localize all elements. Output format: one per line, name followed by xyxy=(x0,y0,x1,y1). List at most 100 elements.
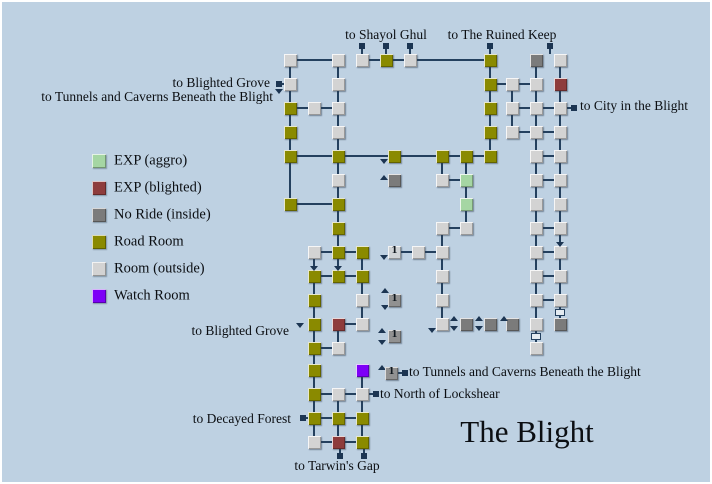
room-outside[interactable] xyxy=(436,246,449,259)
watch-room[interactable] xyxy=(356,364,369,377)
road-room[interactable] xyxy=(484,150,497,163)
zone-link-icon[interactable]: 1 xyxy=(388,294,401,307)
road-room[interactable] xyxy=(380,54,393,67)
room-outside[interactable] xyxy=(554,102,567,115)
road-room[interactable] xyxy=(388,150,401,163)
zone-link-icon[interactable]: 1 xyxy=(388,246,401,259)
road-room[interactable] xyxy=(332,150,345,163)
road-room[interactable] xyxy=(284,102,297,115)
room-outside[interactable] xyxy=(308,246,321,259)
room-outside[interactable] xyxy=(530,270,543,283)
room-outside[interactable] xyxy=(284,54,297,67)
room-outside[interactable] xyxy=(530,150,543,163)
room-outside[interactable] xyxy=(554,222,567,235)
room-outside[interactable] xyxy=(530,294,543,307)
exp-blighted-room[interactable] xyxy=(554,78,567,91)
road-room[interactable] xyxy=(308,388,321,401)
room-outside[interactable] xyxy=(436,318,449,331)
road-room[interactable] xyxy=(308,294,321,307)
room-outside[interactable] xyxy=(332,342,345,355)
road-room[interactable] xyxy=(332,246,345,259)
road-room[interactable] xyxy=(284,126,297,139)
room-outside[interactable] xyxy=(554,126,567,139)
road-room[interactable] xyxy=(356,246,369,259)
no-ride-room[interactable] xyxy=(460,318,473,331)
zone-link-icon[interactable]: 1 xyxy=(388,330,401,343)
road-room[interactable] xyxy=(356,270,369,283)
road-room[interactable] xyxy=(460,150,473,163)
room-outside[interactable] xyxy=(284,78,297,91)
road-room[interactable] xyxy=(308,412,321,425)
road-room[interactable] xyxy=(332,222,345,235)
room-outside[interactable] xyxy=(530,222,543,235)
map-link xyxy=(549,46,551,54)
road-room[interactable] xyxy=(308,364,321,377)
room-outside[interactable] xyxy=(554,270,567,283)
road-room[interactable] xyxy=(332,198,345,211)
room-outside[interactable] xyxy=(436,222,449,235)
road-room[interactable] xyxy=(484,78,497,91)
no-ride-room[interactable] xyxy=(388,174,401,187)
room-outside[interactable] xyxy=(530,78,543,91)
map-link xyxy=(536,251,560,253)
road-room[interactable] xyxy=(436,150,449,163)
exp-aggro-room[interactable] xyxy=(460,198,473,211)
room-outside[interactable] xyxy=(436,294,449,307)
road-room[interactable] xyxy=(484,126,497,139)
room-outside[interactable] xyxy=(460,222,473,235)
room-outside[interactable] xyxy=(554,150,567,163)
road-room[interactable] xyxy=(356,436,369,449)
room-outside[interactable] xyxy=(332,102,345,115)
road-room[interactable] xyxy=(484,54,497,67)
room-outside[interactable] xyxy=(506,78,519,91)
room-outside[interactable] xyxy=(554,174,567,187)
room-outside[interactable] xyxy=(554,294,567,307)
room-outside[interactable] xyxy=(412,246,425,259)
no-ride-room[interactable] xyxy=(554,318,567,331)
room-outside[interactable] xyxy=(530,342,543,355)
room-outside[interactable] xyxy=(506,126,519,139)
room-outside[interactable] xyxy=(530,174,543,187)
room-outside[interactable] xyxy=(356,318,369,331)
room-outside[interactable] xyxy=(356,54,369,67)
road-room[interactable] xyxy=(284,198,297,211)
room-outside[interactable] xyxy=(530,102,543,115)
room-outside[interactable] xyxy=(506,102,519,115)
map-link xyxy=(536,299,560,301)
road-room[interactable] xyxy=(308,318,321,331)
exp-blighted-room[interactable] xyxy=(332,318,345,331)
room-outside[interactable] xyxy=(530,198,543,211)
room-outside[interactable] xyxy=(308,436,321,449)
room-outside[interactable] xyxy=(308,102,321,115)
road-room[interactable] xyxy=(332,412,345,425)
room-outside[interactable] xyxy=(554,246,567,259)
road-room[interactable] xyxy=(484,102,497,115)
map-link xyxy=(559,234,561,242)
room-outside[interactable] xyxy=(356,294,369,307)
road-room[interactable] xyxy=(332,270,345,283)
room-outside[interactable] xyxy=(530,246,543,259)
room-outside[interactable] xyxy=(332,78,345,91)
room-outside[interactable] xyxy=(404,54,417,67)
no-ride-room[interactable] xyxy=(506,318,519,331)
no-ride-room[interactable] xyxy=(484,318,497,331)
room-outside[interactable] xyxy=(530,126,543,139)
exp-blighted-room[interactable] xyxy=(332,436,345,449)
room-outside[interactable] xyxy=(436,174,449,187)
road-room[interactable] xyxy=(356,412,369,425)
road-room[interactable] xyxy=(284,150,297,163)
room-outside[interactable] xyxy=(332,174,345,187)
room-outside[interactable] xyxy=(332,126,345,139)
room-outside[interactable] xyxy=(554,198,567,211)
room-outside[interactable] xyxy=(332,54,345,67)
road-room[interactable] xyxy=(308,342,321,355)
room-outside[interactable] xyxy=(436,270,449,283)
road-room[interactable] xyxy=(308,270,321,283)
room-outside[interactable] xyxy=(332,388,345,401)
room-outside[interactable] xyxy=(530,318,543,331)
zone-link-icon[interactable]: 1 xyxy=(385,367,398,380)
room-outside[interactable] xyxy=(356,388,369,401)
room-outside[interactable] xyxy=(554,54,567,67)
no-ride-room[interactable] xyxy=(530,54,543,67)
exp-aggro-room[interactable] xyxy=(460,174,473,187)
